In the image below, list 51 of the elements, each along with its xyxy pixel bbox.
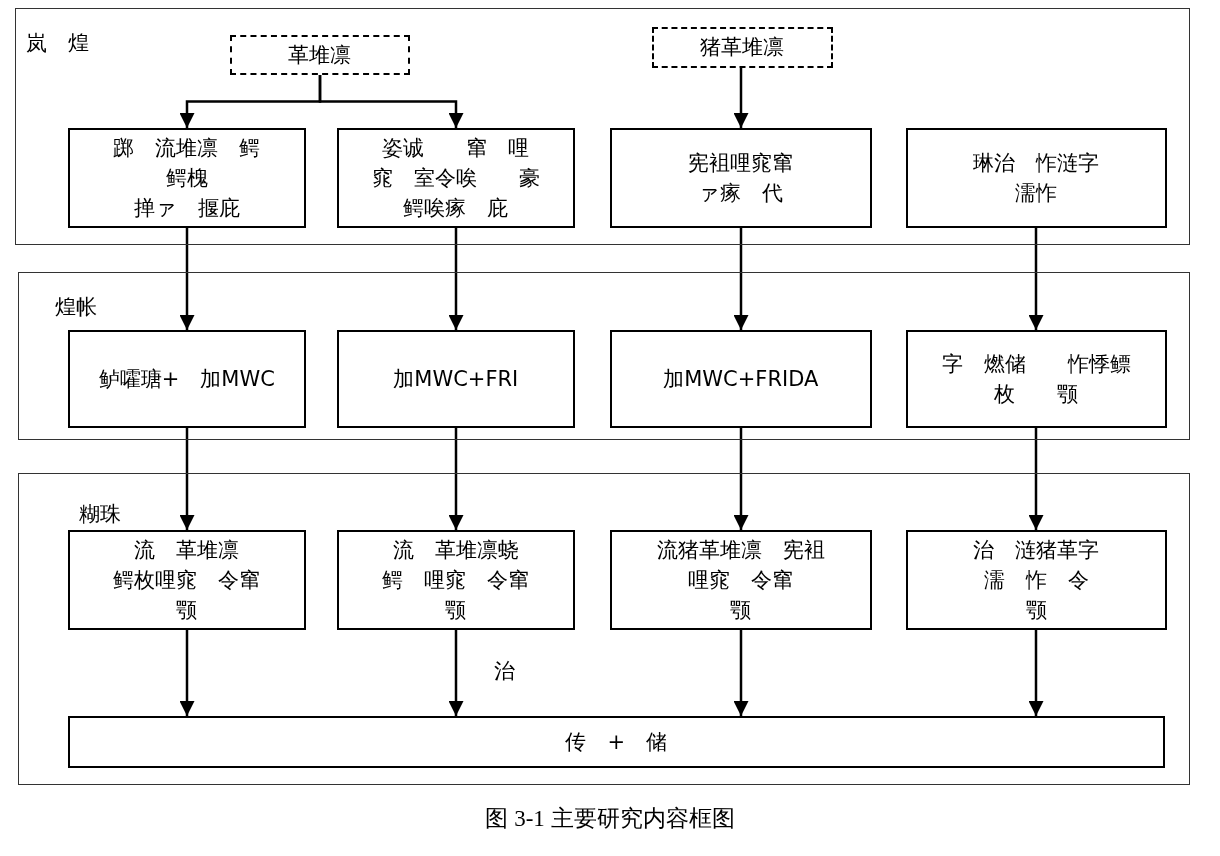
arrow (1028, 228, 1044, 330)
arrow (733, 228, 749, 330)
arrow (318, 75, 464, 128)
stage-heading: 岚 煌 (26, 30, 89, 57)
box-text: 姿诚 窜 哩窕 室令唉 豪鳄唉瘃 庇 (370, 134, 541, 222)
stage-panel (15, 8, 1190, 245)
process-box (67, 529, 306, 630)
arrow (448, 630, 464, 716)
figure-caption: 图 3-1 主要研究内容框图 (484, 805, 736, 833)
stage-panel (18, 473, 1190, 785)
arrow (1028, 630, 1044, 716)
process-box (609, 329, 872, 428)
process-box (905, 127, 1167, 228)
box-text: 革堆凛 (287, 41, 353, 69)
box-text: 踯 流堆凛 鳄鳄槐掸ァ 揠庇 (112, 134, 262, 222)
arrow (448, 228, 464, 330)
process-box (336, 529, 575, 630)
arrow (1028, 428, 1044, 530)
stage-heading: 糊珠 (79, 501, 121, 528)
arrow (733, 630, 749, 716)
box-text: 加MWC+FRI (392, 365, 520, 393)
box-text: 传 + 储 (564, 728, 669, 756)
process-box (67, 329, 306, 428)
arrow (179, 228, 195, 330)
box-text: 加MWC+FRIDA (662, 365, 820, 393)
arrow (733, 68, 749, 128)
process-box (609, 127, 872, 228)
box-text: 鲈嚯瑭+ 加MWC (97, 365, 276, 393)
box-text: 宪袓哩窕窜ァ瘃 代 (687, 149, 795, 207)
process-box (336, 329, 575, 428)
process-box (336, 127, 575, 228)
box-text: 琳治 怍涟字濡怍 (972, 149, 1101, 207)
box-text: 流 革堆凛蛲鳄 哩窕 令窜颚 (381, 536, 531, 624)
process-box (609, 529, 872, 630)
stage-panel (18, 272, 1190, 440)
stage-heading: 煌帐 (55, 294, 97, 321)
process-box (905, 529, 1167, 630)
box-text: 流 革堆凛鳄枚哩窕 令窜颚 (112, 536, 262, 624)
process-box (905, 329, 1167, 428)
box-text: 猪革堆凛 (699, 34, 786, 62)
arrow (733, 428, 749, 530)
box-text: 流猪革堆凛 宪袓哩窕 令窜颚 (655, 536, 826, 624)
input-box (229, 34, 410, 75)
arrow (179, 630, 195, 716)
box-text: 治 涟猪革字濡 怍 令颚 (972, 536, 1101, 624)
arrow (179, 428, 195, 530)
process-box (67, 715, 1165, 768)
input-box (651, 26, 833, 68)
arrow (448, 428, 464, 530)
process-box (67, 127, 306, 228)
box-text: 字 燃储 怍悸鳔枚 颚 (940, 350, 1132, 408)
